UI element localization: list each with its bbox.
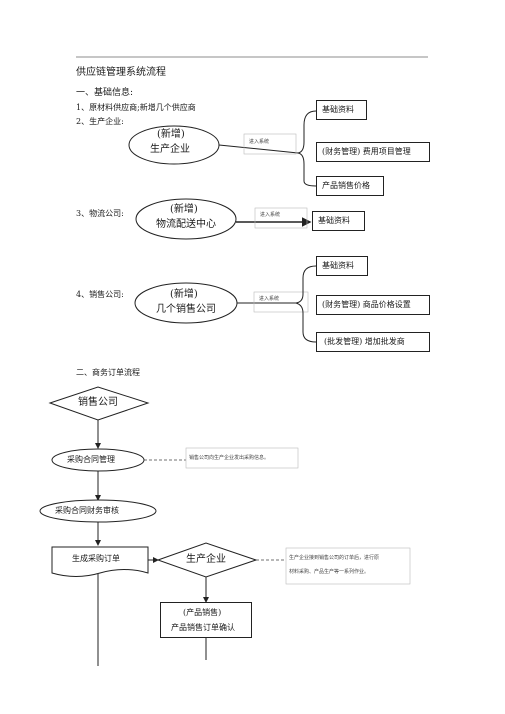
section2-heading: 二、商务订单流程 <box>76 368 140 377</box>
flow-producer: 生产企业 <box>186 554 226 565</box>
sales-arrow-frame <box>253 291 309 313</box>
flow-finance-review: 采购合同财务审核 <box>55 506 119 515</box>
flow-confirm-box: (产品销售) 产品销售订单确认 <box>160 602 252 638</box>
logistics-arrow-label: 进入系统 <box>260 212 281 218</box>
enterprise-arrow-label: 进入系统 <box>249 139 270 145</box>
logistics-arrow-frame <box>254 207 308 229</box>
enterprise-arrow-line <box>218 144 299 154</box>
enterprise-target-3: 产品销售价格 <box>316 176 384 196</box>
flow-generate-order: 生成采购订单 <box>72 554 120 563</box>
sales-target-2: (财务管理) 商品价格设置 <box>316 295 430 315</box>
section1-item-1: 1、原材料供应商;新增几个供应商 <box>76 103 196 112</box>
section1-item-2: 2、生产企业: <box>76 117 124 126</box>
page-title: 供应链管理系统流程 <box>76 67 166 78</box>
sales-target-3: (批发管理) 增加批发商 <box>316 332 430 352</box>
sales-ellipse-bottom: 几个销售公司 <box>156 304 216 315</box>
enterprise-brace <box>297 110 317 187</box>
sales-ellipse-top: (新增) <box>170 289 198 300</box>
enterprise-ellipse-bottom: 生产企业 <box>150 144 190 155</box>
enterprise-target-2: (财务管理) 费用项目管理 <box>316 142 430 162</box>
enterprise-target-1: 基础资料 <box>316 100 367 120</box>
section1-item-4: 4、销售公司: <box>76 290 124 299</box>
logistics-target: 基础资料 <box>312 211 365 231</box>
flow-contract-mgmt: 采购合同管理 <box>67 455 115 464</box>
flow-contract-note: 销售公司向生产企业发出采购信息。 <box>189 455 270 461</box>
logistics-ellipse <box>135 198 237 240</box>
logistics-ellipse-top: (新增) <box>170 204 198 215</box>
flow-order-doc <box>51 546 149 577</box>
sales-brace <box>295 265 317 343</box>
section1-item-3: 3、物流公司: <box>76 209 124 218</box>
section1-heading: 一、基础信息: <box>76 88 134 98</box>
sales-arrow-label: 进入系统 <box>259 296 280 302</box>
flow-sales-company: 销售公司 <box>78 397 118 408</box>
sales-target-1: 基础资料 <box>316 256 368 276</box>
flow-producer-note-1: 生产企业接到销售公司的订单后，进行原 <box>289 555 380 561</box>
enterprise-ellipse-top: (新增) <box>157 129 185 140</box>
enterprise-arrow-frame <box>243 133 297 155</box>
flow-sales-diamond <box>48 386 150 421</box>
logistics-ellipse-bottom: 物流配送中心 <box>156 219 216 230</box>
flow-producer-note-2: 材料采购、产品生产等一系列作业。 <box>289 569 370 575</box>
